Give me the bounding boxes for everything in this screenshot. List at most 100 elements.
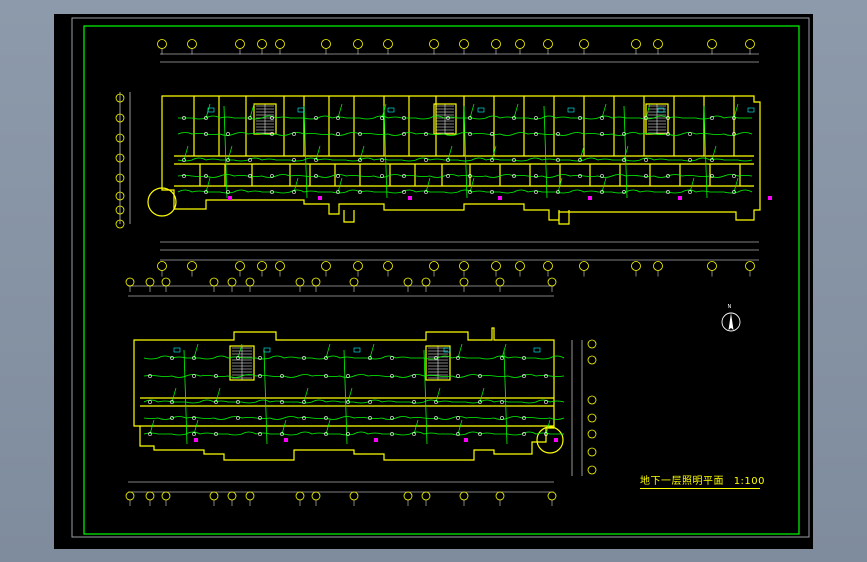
right-axis-bubbles (587, 339, 597, 475)
axis-bubble (115, 205, 125, 215)
axis-bubble (245, 277, 255, 287)
axis-bubble (235, 261, 245, 271)
axis-bubble (295, 491, 305, 501)
axis-bubble (115, 153, 125, 163)
axis-bubble (515, 261, 525, 271)
bottom-axis-bubbles (157, 261, 755, 277)
bottom-floor-plan (125, 277, 597, 506)
axis-bubble (491, 261, 501, 271)
axis-bubble (429, 39, 439, 49)
stair-hatching-bottom (232, 346, 448, 380)
axis-bubble (321, 261, 331, 271)
axis-bubble (421, 277, 431, 287)
axis-bubble (145, 491, 155, 501)
axis-bubble (587, 395, 597, 405)
axis-bubble (653, 261, 663, 271)
axis-bubble (311, 277, 321, 287)
axis-bubble (353, 261, 363, 271)
axis-bubble (707, 261, 717, 271)
bottom-plan-axis-bubbles-top (125, 277, 557, 292)
axis-bubble (295, 277, 305, 287)
axis-bubble (161, 491, 171, 501)
axis-bubble (383, 261, 393, 271)
axis-bubble (459, 491, 469, 501)
axis-bubble (547, 277, 557, 287)
svg-text:N: N (728, 304, 732, 310)
axis-bubble (245, 491, 255, 501)
axis-bubble (349, 277, 359, 287)
axis-bubble (459, 39, 469, 49)
axis-bubble (125, 277, 135, 287)
drawing-scale: 1:100 (733, 476, 766, 487)
axis-bubble (257, 39, 267, 49)
axis-bubble (421, 491, 431, 501)
axis-bubble (491, 39, 501, 49)
axis-bubble (495, 277, 505, 287)
axis-bubble (587, 429, 597, 439)
axis-bubble (403, 277, 413, 287)
axis-bubble (227, 491, 237, 501)
axis-bubble (587, 339, 597, 349)
axis-bubble (321, 39, 331, 49)
axis-bubble (383, 39, 393, 49)
axis-bubble (353, 39, 363, 49)
round-bay-left (147, 187, 177, 217)
axis-bubble (587, 447, 597, 457)
axis-bubble (653, 39, 663, 49)
left-axis-bubbles (115, 93, 125, 229)
round-bay-right (536, 426, 564, 454)
top-dim-lines (160, 53, 759, 261)
axis-bubble (187, 261, 197, 271)
axis-bubble (459, 261, 469, 271)
axis-bubble (515, 39, 525, 49)
axis-bubble (145, 277, 155, 287)
drawing-sheet[interactable]: N 地下一层照明平面 1:100 (54, 14, 813, 549)
inner-frame (83, 25, 800, 535)
axis-bubble (579, 39, 589, 49)
axis-bubble (707, 39, 717, 49)
bottom-dim-lines (128, 285, 583, 493)
bottom-plan-axis-bubbles-bottom (125, 491, 557, 506)
axis-bubble (631, 39, 641, 49)
lighting-circuits-bottom (143, 343, 565, 445)
axis-bubble (547, 491, 557, 501)
axis-bubble (587, 465, 597, 475)
axis-bubble (459, 277, 469, 287)
axis-bubble (115, 191, 125, 201)
axis-bubble (187, 39, 197, 49)
axis-bubble (157, 261, 167, 271)
axis-bubble (543, 39, 553, 49)
axis-bubble (115, 219, 125, 229)
axis-bubble (125, 491, 135, 501)
axis-bubble (115, 93, 125, 103)
stair-hatching (256, 104, 666, 134)
axis-bubble (587, 355, 597, 365)
north-arrow-icon: N (721, 304, 741, 332)
axis-bubble (403, 491, 413, 501)
axis-bubble (275, 261, 285, 271)
axis-bubble (161, 277, 171, 287)
floor-plan-svg: N (71, 17, 810, 538)
lighting-circuits (177, 103, 753, 199)
top-axis-bubbles (157, 39, 755, 55)
axis-bubble (745, 261, 755, 271)
light-fixtures-bottom (148, 347, 558, 442)
axis-bubble (227, 277, 237, 287)
axis-bubble (543, 261, 553, 271)
bottom-building-walls (133, 327, 555, 461)
top-floor-plan (115, 39, 772, 277)
axis-bubble (631, 261, 641, 271)
outer-frame (71, 17, 810, 538)
axis-bubble (275, 39, 285, 49)
axis-bubble (157, 39, 167, 49)
axis-bubble (311, 491, 321, 501)
axis-bubble (579, 261, 589, 271)
axis-bubble (209, 491, 219, 501)
axis-bubble (235, 39, 245, 49)
left-dim-lines (119, 92, 131, 224)
axis-bubble (209, 277, 219, 287)
axis-bubble (349, 491, 359, 501)
drawing-title-text: 地下一层照明平面 (640, 476, 724, 487)
axis-bubble (429, 261, 439, 271)
